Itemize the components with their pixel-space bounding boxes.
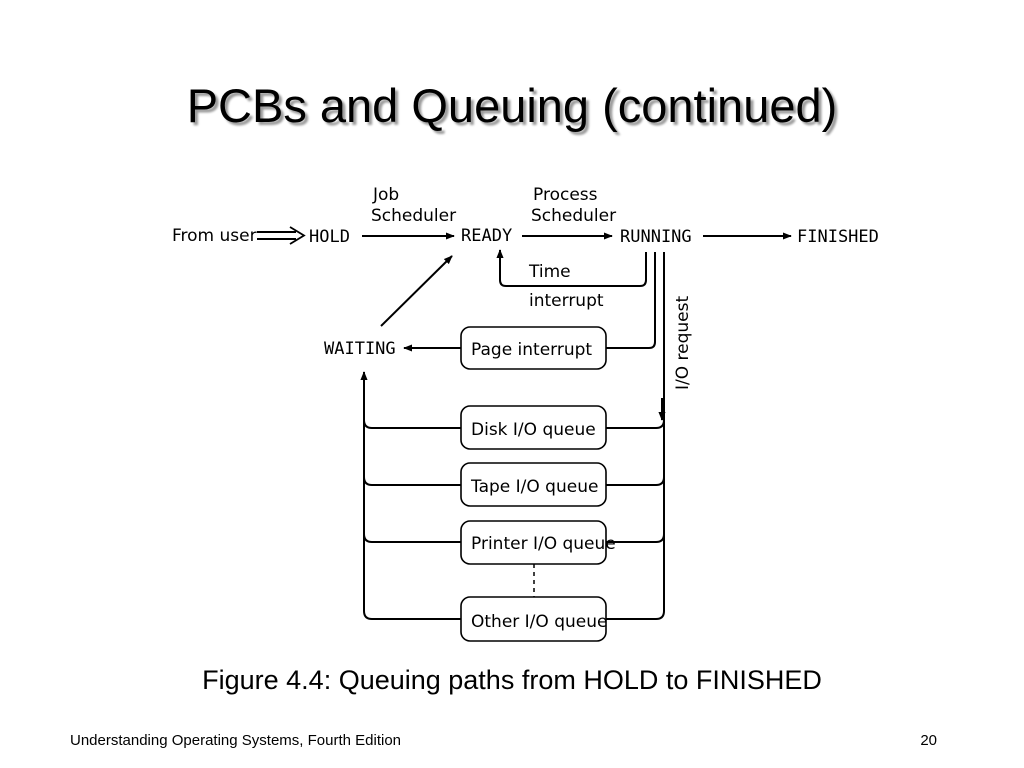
double-arrow-icon [257, 226, 306, 245]
job-scheduler-label-1: Job [372, 185, 399, 205]
from-user-label: From user [172, 226, 257, 246]
figure-caption: Figure 4.4: Queuing paths from HOLD to F… [202, 665, 822, 695]
io-request-label: I/O request [673, 296, 693, 390]
arrow-time-interrupt [496, 249, 647, 287]
footer-book-title: Understanding Operating Systems, Fourth … [70, 732, 402, 749]
line-bus-to-disk [606, 419, 665, 429]
time-interrupt-label-1: Time [528, 262, 571, 282]
line-tape-to-return [363, 476, 461, 486]
process-scheduler-label-1: Process [533, 185, 598, 205]
process-scheduler-label-2: Scheduler [531, 206, 616, 226]
slide-title: PCBs and Queuing (continued) [186, 79, 838, 132]
arrow-waiting-to-ready [380, 255, 453, 327]
state-ready: READY [461, 226, 512, 246]
page-number: 20 [920, 732, 937, 749]
line-disk-to-return [363, 419, 461, 429]
state-waiting: WAITING [324, 339, 396, 359]
state-hold: HOLD [309, 227, 350, 247]
line-bus-to-printer [606, 533, 665, 543]
printer-io-queue-label: Printer I/O queue [471, 534, 616, 554]
line-running-to-page-interrupt [606, 252, 656, 349]
state-finished: FINISHED [797, 227, 879, 247]
state-running: RUNNING [620, 227, 692, 247]
time-interrupt-label-2: interrupt [529, 291, 604, 311]
line-bus-to-tape [606, 476, 665, 486]
page-interrupt-label: Page interrupt [471, 340, 592, 360]
line-bus-to-other [606, 600, 665, 620]
job-scheduler-label-2: Scheduler [371, 206, 456, 226]
tape-io-queue-label: Tape I/O queue [470, 477, 598, 497]
disk-io-queue-label: Disk I/O queue [471, 420, 596, 440]
line-printer-to-return [363, 533, 461, 543]
return-bus-to-waiting [360, 371, 461, 620]
other-io-queue-label: Other I/O queue [471, 612, 607, 632]
